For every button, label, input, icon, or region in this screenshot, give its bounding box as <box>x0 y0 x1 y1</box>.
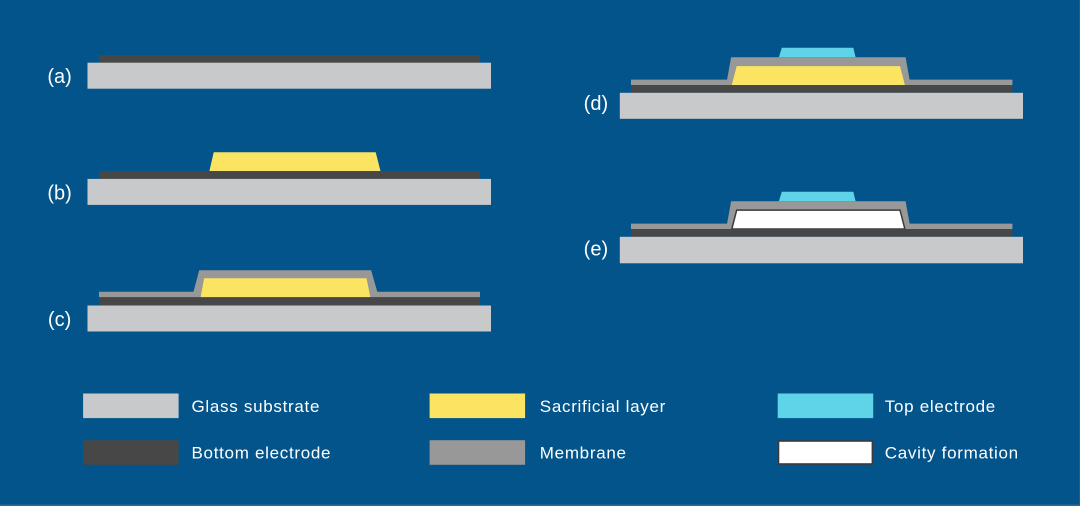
svg-text:Glass substrate: Glass substrate <box>192 397 321 416</box>
svg-text:(c): (c) <box>48 309 71 331</box>
svg-text:(e): (e) <box>584 239 608 261</box>
svg-text:(d): (d) <box>584 93 608 115</box>
svg-text:(a): (a) <box>47 66 71 88</box>
svg-text:Top electrode: Top electrode <box>885 397 996 416</box>
svg-text:(b): (b) <box>47 182 71 204</box>
svg-text:Membrane: Membrane <box>540 444 627 463</box>
svg-text:Sacrificial layer: Sacrificial layer <box>540 397 666 416</box>
svg-text:Bottom electrode: Bottom electrode <box>192 444 332 463</box>
svg-text:Cavity formation: Cavity formation <box>885 444 1019 463</box>
